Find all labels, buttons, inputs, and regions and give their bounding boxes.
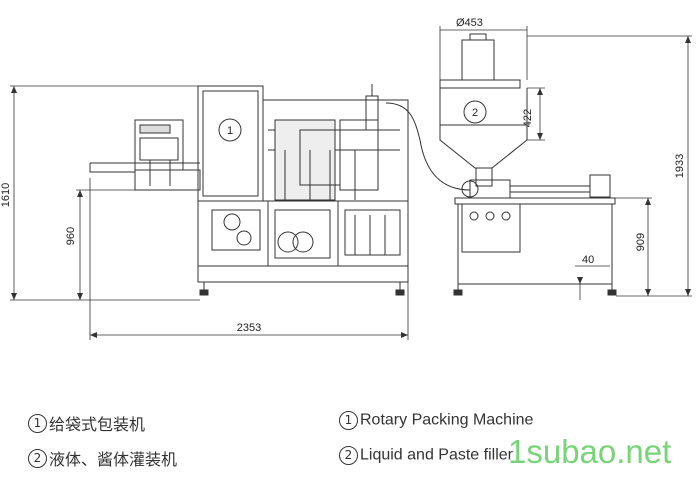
callout-label-2: 2 xyxy=(472,107,478,119)
legend-text-1-en: Rotary Packing Machine xyxy=(360,411,534,429)
rotary-packing-machine xyxy=(89,84,409,296)
dimension-arrows xyxy=(11,36,691,338)
legend-marker-1-en: 1 xyxy=(339,411,358,430)
dimension-lines xyxy=(10,26,692,340)
dim-overall-length: 2353 xyxy=(237,322,261,334)
legend-marker-1: 1 xyxy=(28,413,47,433)
dim-packer-table-height: 960 xyxy=(65,227,77,245)
callout-circle-1 xyxy=(218,118,242,142)
dim-filler-table-height: 909 xyxy=(635,233,647,251)
legend-text-2-cn: 液体、酱体灌装机 xyxy=(49,450,178,469)
legend-marker-2-en: 2 xyxy=(339,446,358,465)
dim-hopper-height: 422 xyxy=(522,109,534,127)
dim-hopper-diameter: Ø453 xyxy=(456,17,483,29)
watermark: 1subao.net xyxy=(508,433,672,470)
dim-overall-height-filler: 1933 xyxy=(674,154,686,178)
dim-base-clearance: 40 xyxy=(582,254,594,266)
callout-label-1: 1 xyxy=(227,125,233,137)
liquid-paste-filler xyxy=(385,33,617,296)
legend-marker-2: 2 xyxy=(28,448,47,468)
legend-text-1-cn: 给袋式包装机 xyxy=(49,415,146,434)
dim-overall-height-packer: 1610 xyxy=(0,183,12,207)
callout-circle-2 xyxy=(463,100,487,124)
legend-text-2-en: Liquid and Paste filler xyxy=(360,446,513,464)
